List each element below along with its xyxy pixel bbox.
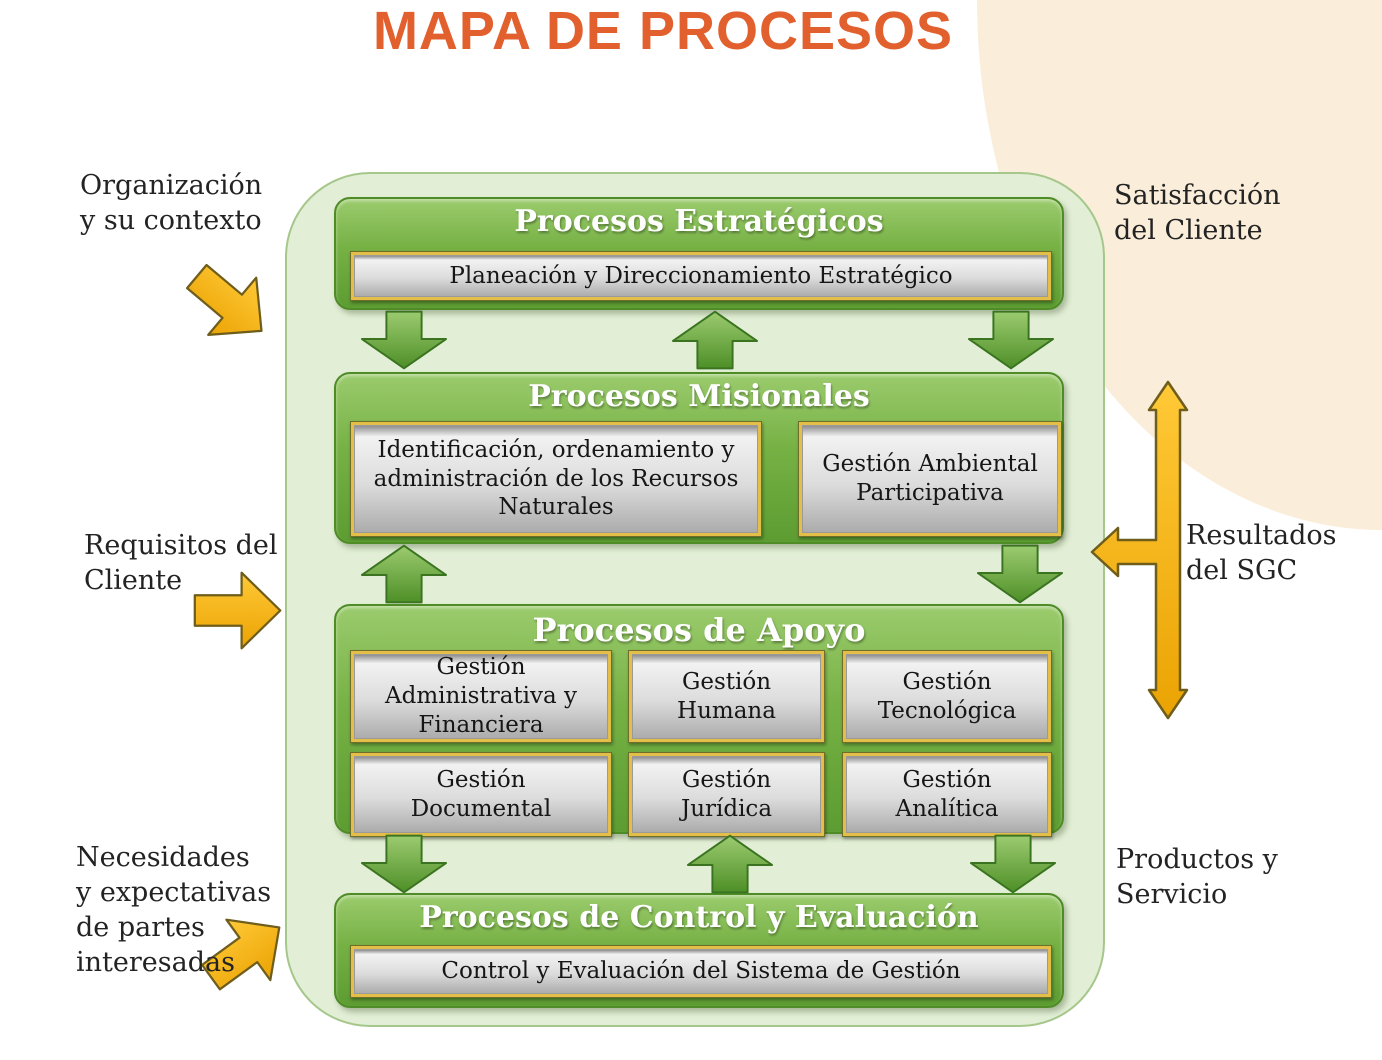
label-organizacion-contexto: Organización y su contexto: [80, 170, 263, 237]
panel-procesos-de-apoyo: Procesos de Apoyo Gestión Administrativa…: [334, 604, 1064, 837]
process-box-label: Planeación y Direccionamiento Estratégic…: [354, 255, 1048, 297]
process-box-label: Gestión Jurídica: [632, 756, 821, 833]
process-box: Gestión Analítica: [842, 752, 1052, 837]
process-box: Control y Evaluación del Sistema de Gest…: [350, 945, 1052, 998]
panel-procesos-misionales: Procesos Misionales Identificación, orde…: [334, 372, 1064, 544]
process-box: Gestión Ambiental Participativa: [798, 421, 1062, 537]
arrow-down-icon: [969, 834, 1057, 894]
page-title: MAPA DE PROCESOS: [372, 1, 954, 61]
process-box-label: Gestión Ambiental Participativa: [802, 425, 1058, 533]
arrow-right-icon: [200, 918, 281, 991]
panel-procesos-estrategicos: Procesos Estratégicos Planeación y Direc…: [334, 197, 1064, 310]
label-necesidades-expectativas: Necesidades y expectativas de partes int…: [76, 842, 272, 979]
arrow-down-icon: [360, 834, 448, 894]
label-productos-servicio: Productos y Servicio: [1116, 844, 1278, 911]
process-box-label: Identificación, ordenamiento y administr…: [354, 425, 758, 533]
panel-procesos-de-control: Procesos de Control y Evaluación Control…: [334, 893, 1064, 1008]
arrow-right-icon: [185, 263, 263, 336]
arrow-right-icon: [193, 571, 282, 650]
process-box: Gestión Tecnológica: [842, 650, 1052, 743]
arrow-down-icon: [360, 310, 448, 370]
process-box: Gestión Administrativa y Financiera: [350, 650, 612, 743]
process-box-label: Gestión Tecnológica: [846, 654, 1048, 739]
process-box: Planeación y Direccionamiento Estratégic…: [350, 251, 1052, 301]
arrow-up-icon: [360, 544, 448, 604]
process-box: Gestión Documental: [350, 752, 612, 837]
arrow-vertical-double-left-branch-icon: [1090, 380, 1189, 720]
arrow-down-icon: [967, 310, 1055, 370]
process-box-label: Gestión Administrativa y Financiera: [354, 654, 608, 739]
panel-title: Procesos Misionales: [528, 379, 870, 414]
arrow-up-icon: [686, 834, 774, 894]
arrow-down-icon: [976, 544, 1064, 604]
arrow-up-icon: [671, 310, 759, 370]
process-box-label: Gestión Documental: [354, 756, 608, 833]
label-satisfaccion-cliente: Satisfacción del Cliente: [1114, 180, 1281, 247]
process-box: Gestión Humana: [628, 650, 825, 743]
process-box-label: Gestión Humana: [632, 654, 821, 739]
panel-title: Procesos de Control y Evaluación: [419, 900, 979, 935]
panel-title: Procesos Estratégicos: [514, 204, 884, 239]
process-box: Gestión Jurídica: [628, 752, 825, 837]
label-requisitos-cliente: Requisitos del Cliente: [84, 530, 278, 597]
process-box-label: Gestión Analítica: [846, 756, 1048, 833]
label-resultados-sgc: Resultados del SGC: [1186, 520, 1337, 587]
panel-title: Procesos de Apoyo: [532, 611, 866, 649]
process-box-label: Control y Evaluación del Sistema de Gest…: [354, 949, 1048, 994]
process-box: Identificación, ordenamiento y administr…: [350, 421, 762, 537]
